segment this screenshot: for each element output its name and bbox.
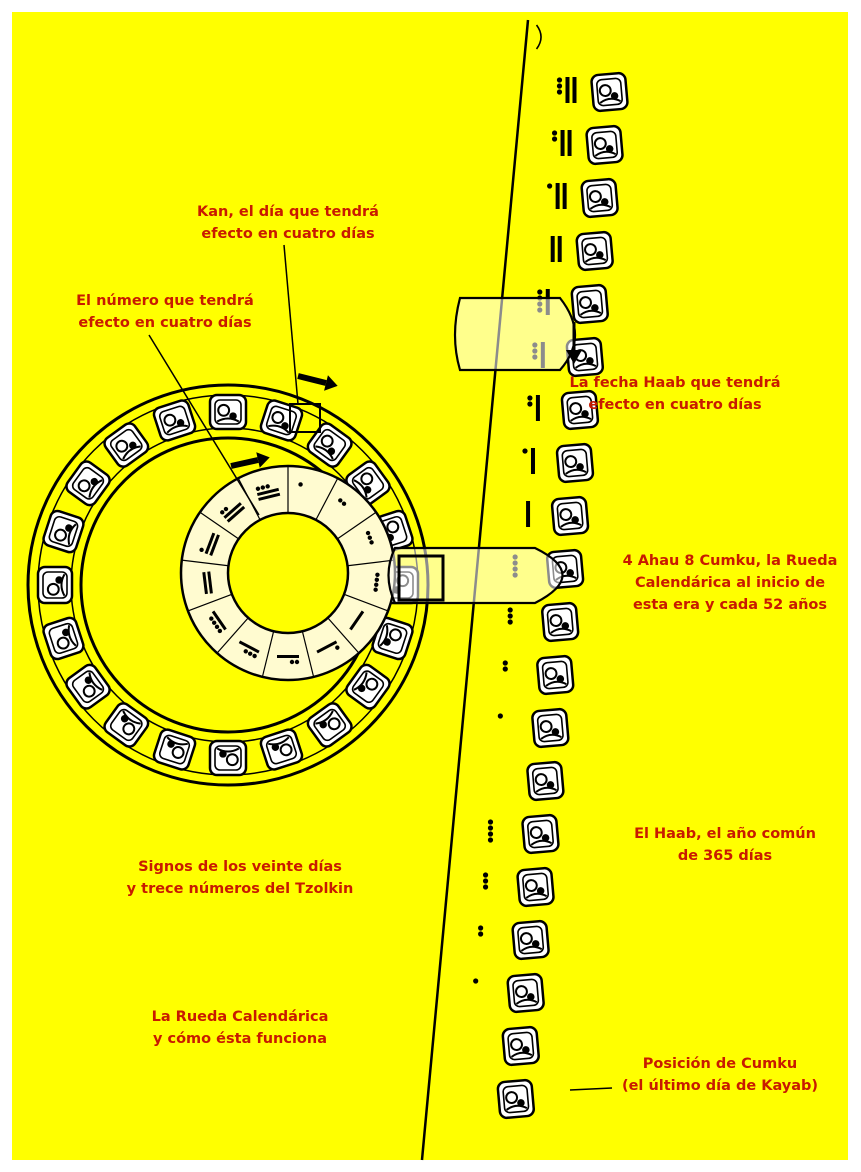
haab-number-marks bbox=[526, 501, 530, 527]
haab-month-glyph bbox=[512, 921, 549, 960]
haab-number-marks bbox=[522, 448, 535, 474]
haab-month-glyph bbox=[552, 497, 589, 536]
number-wheel-hub bbox=[228, 513, 348, 633]
day-sign-glyph bbox=[259, 728, 304, 771]
day-sign-glyph bbox=[42, 616, 85, 661]
haab-month-glyph bbox=[581, 179, 618, 218]
day-sign-glyph bbox=[305, 421, 354, 470]
label-haab-year: El Haab, el año común de 365 días bbox=[615, 823, 835, 867]
day-sign-glyph bbox=[210, 741, 246, 775]
haab-month-glyph bbox=[502, 1027, 539, 1066]
day-sign-glyph bbox=[152, 399, 197, 442]
haab-number-marks bbox=[473, 978, 478, 983]
haab-month-glyph bbox=[537, 656, 574, 695]
day-sign-glyph bbox=[102, 421, 151, 470]
label-number-day: El número que tendrá efecto en cuatro dí… bbox=[50, 290, 280, 334]
haab-month-glyph bbox=[591, 73, 628, 112]
leader-kan bbox=[284, 245, 298, 404]
label-kan-day: Kan, el día que tendrá efecto en cuatro … bbox=[178, 201, 398, 245]
day-sign-glyph bbox=[64, 662, 113, 711]
tzolkin-number-wheel bbox=[181, 466, 395, 680]
day-sign-glyph bbox=[259, 399, 304, 442]
inner-rotation-arrow bbox=[231, 460, 258, 466]
haab-month-glyph bbox=[576, 232, 613, 271]
haab-number-marks bbox=[557, 77, 577, 103]
haab-number-marks bbox=[552, 130, 572, 156]
day-sign-glyph bbox=[42, 509, 85, 554]
haab-number-marks bbox=[488, 819, 493, 842]
day-sign-glyph bbox=[152, 728, 197, 771]
day-sign-glyph bbox=[210, 395, 246, 429]
haab-four-days-highlight bbox=[455, 298, 575, 370]
haab-number-marks bbox=[478, 925, 483, 936]
day-sign-glyph bbox=[344, 662, 393, 711]
haab-month-glyph bbox=[542, 603, 579, 642]
haab-number-marks bbox=[498, 713, 503, 718]
haab-month-glyph bbox=[517, 868, 554, 907]
outer-rotation-arrow bbox=[298, 376, 326, 383]
label-calendar-round: La Rueda Calendárica y cómo ésta funcion… bbox=[120, 1006, 360, 1050]
label-haab-date: La fecha Haab que tendrá efecto en cuatr… bbox=[555, 372, 795, 416]
haab-month-glyph bbox=[522, 815, 559, 854]
haab-month-glyph bbox=[527, 762, 564, 801]
label-ahau-cumku: 4 Ahau 8 Cumku, la Rueda Calendárica al … bbox=[610, 550, 850, 616]
haab-number-marks bbox=[508, 607, 513, 624]
haab-number-marks bbox=[551, 236, 562, 262]
haab-band-scallop bbox=[537, 25, 542, 49]
haab-number-marks bbox=[503, 660, 508, 671]
haab-month-glyph bbox=[507, 974, 544, 1013]
haab-number-marks bbox=[547, 183, 567, 209]
haab-month-glyph bbox=[571, 285, 608, 324]
label-cumku-position: Posición de Cumku (el último día de Kaya… bbox=[600, 1053, 840, 1097]
day-sign-glyph bbox=[102, 701, 151, 750]
haab-number-marks bbox=[483, 872, 488, 889]
haab-month-glyph bbox=[497, 1080, 534, 1119]
day-sign-glyph bbox=[38, 567, 72, 603]
day-sign-glyph bbox=[64, 459, 113, 508]
haab-month-glyph bbox=[556, 444, 593, 483]
day-sign-glyph bbox=[305, 701, 354, 750]
haab-month-glyph bbox=[586, 126, 623, 165]
haab-number-marks bbox=[527, 395, 540, 421]
label-day-signs: Signos de los veinte días y trece número… bbox=[100, 856, 380, 900]
haab-month-glyph bbox=[532, 709, 569, 748]
